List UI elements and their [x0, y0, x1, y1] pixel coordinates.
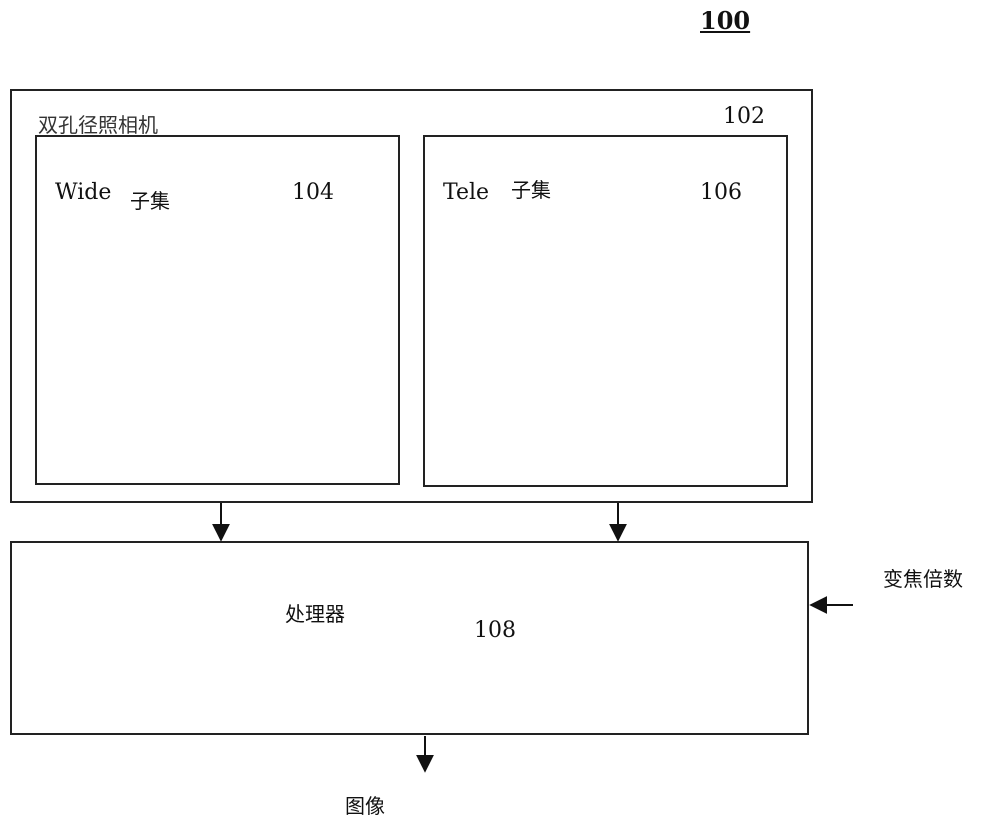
connector-arrows: [0, 0, 1000, 821]
